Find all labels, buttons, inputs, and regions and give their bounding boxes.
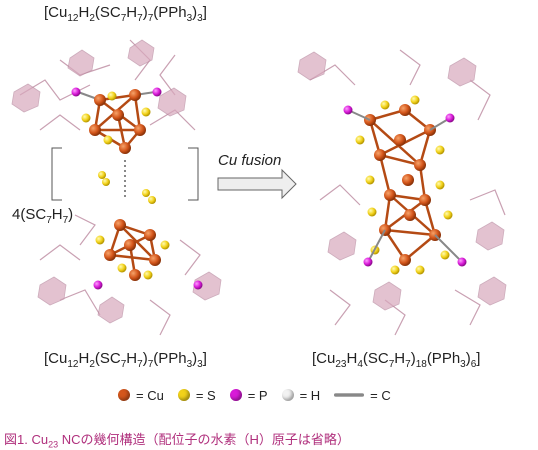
cu-atom-icon [118,389,130,401]
legend-item-s: = S [177,388,216,403]
p-atom-icon [229,389,242,401]
cu12-cluster-bottom [37,214,222,336]
thiol-label: 4(SC7H7) [12,206,74,226]
c-bond-icon [334,393,365,397]
figure-caption: 図1. Cu23 NCの幾何構造（配位子の水素（H）原子は省略） [4,432,350,450]
cu23-cluster [297,49,507,336]
cu12-cluster-top [11,39,196,200]
bottom-left-formula-label: [Cu12H2(SC7H7)7(PPh3)3] [44,350,207,370]
free-thiols [51,147,199,204]
fusion-arrow [217,168,297,200]
legend-item-p: = P [229,388,268,403]
atom-legend: = Cu = S = P = H = C [118,384,405,406]
s-atom-icon [177,389,190,401]
right-formula-label: [Cu23H4(SC7H7)18(PPh3)6] [312,350,481,370]
legend-item-c: = C [334,388,391,403]
top-formula-label: [Cu12H2(SC7H7)7(PPh3)3] [44,4,207,24]
legend-item-h: = H [281,388,320,403]
cu-fusion-label: Cu fusion [218,152,282,169]
h-atom-icon [281,389,294,401]
legend-item-cu: = Cu [118,388,164,403]
